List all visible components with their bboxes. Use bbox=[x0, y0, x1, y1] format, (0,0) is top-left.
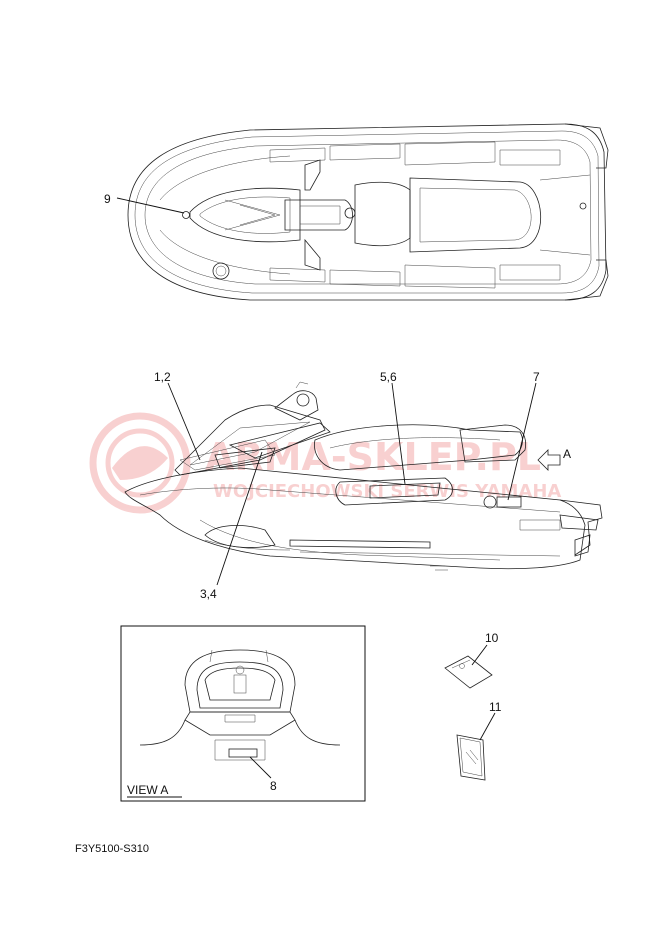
callout-1-2: 1,2 bbox=[154, 370, 171, 384]
figure-code: F3Y5100-S310 bbox=[75, 843, 149, 855]
callout-3-4: 3,4 bbox=[200, 587, 217, 601]
arrow-label-a: A bbox=[563, 447, 571, 461]
watermark-text: ARMA-SKLEP.PL bbox=[205, 435, 541, 479]
callout-8: 8 bbox=[270, 779, 277, 793]
watermark-logo-icon bbox=[89, 412, 191, 514]
fuel-cap-label-location bbox=[182, 211, 190, 219]
view-a-decal bbox=[228, 748, 258, 758]
callout-10: 10 bbox=[485, 631, 499, 645]
part-10-card-icon bbox=[444, 655, 493, 689]
leader-line-1-2 bbox=[167, 382, 201, 461]
callout-7: 7 bbox=[533, 370, 540, 384]
leader-line-9 bbox=[116, 197, 185, 214]
view-a-label: VIEW A bbox=[127, 783, 168, 797]
watermark-subtext: WOJCIECHOWSKI SERWIS YAMAHA bbox=[213, 481, 561, 502]
side-view-watercraft bbox=[124, 381, 603, 571]
view-a-arrow-icon bbox=[537, 449, 561, 471]
callout-11: 11 bbox=[489, 700, 502, 714]
callout-5-6: 5,6 bbox=[380, 370, 397, 384]
leader-line-11 bbox=[479, 712, 496, 741]
watermark: ARMA-SKLEP.PL WOJCIECHOWSKI SERWIS YAMAH… bbox=[89, 412, 561, 514]
top-view-watercraft bbox=[127, 123, 609, 301]
view-a-panel bbox=[120, 625, 366, 802]
leader-line-7 bbox=[507, 382, 537, 501]
part-11-manual-icon bbox=[456, 734, 486, 781]
callout-9: 9 bbox=[104, 192, 111, 206]
leader-line-5-6 bbox=[391, 382, 406, 485]
leader-line-8 bbox=[249, 756, 272, 779]
leader-line-10 bbox=[471, 644, 488, 666]
leader-line-3-4 bbox=[216, 451, 263, 586]
